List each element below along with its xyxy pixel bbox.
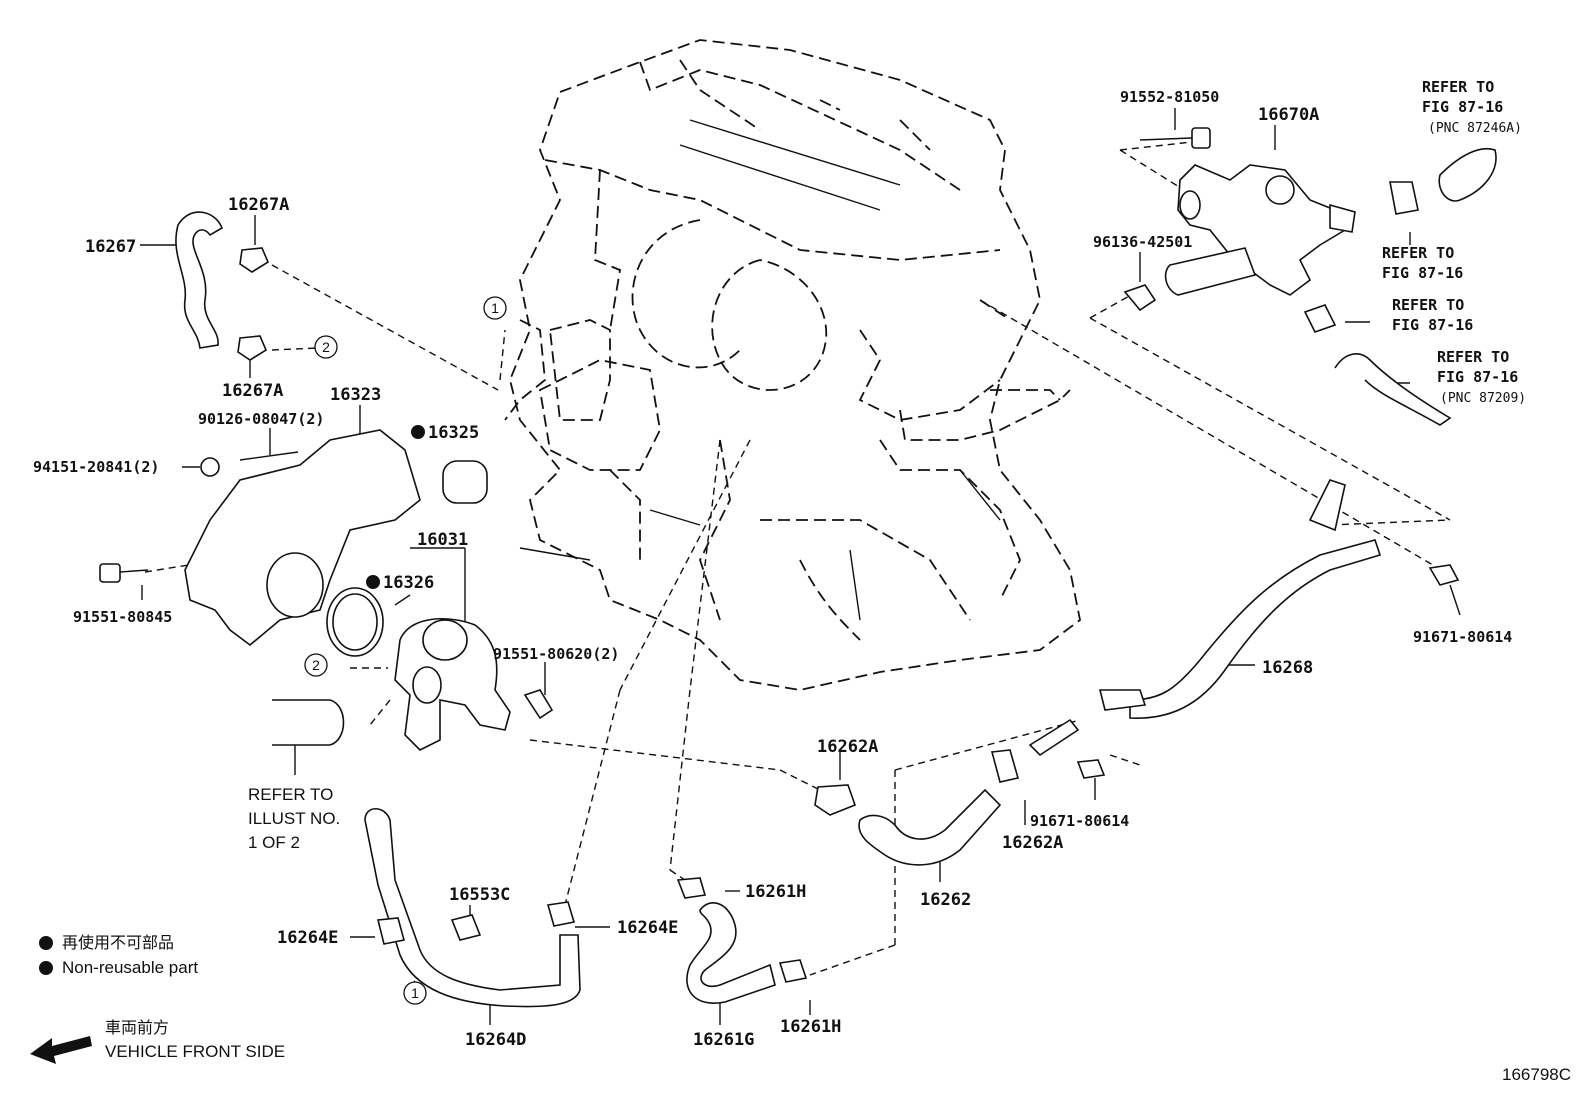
refer-illust-line3: 1 OF 2 — [248, 833, 300, 852]
gasket-16325 — [442, 460, 488, 504]
label-91552-81050: 91552-81050 — [1120, 88, 1219, 106]
legend-nonreusable-jp: 再使用不可部品 — [62, 933, 174, 952]
callout-markers: 1 2 2 1 — [304, 296, 507, 1005]
label-16261H-top: 16261H — [745, 882, 806, 902]
pipe-refer-illust — [272, 699, 345, 746]
label-16261H-bottom: 16261H — [780, 1017, 841, 1037]
label-16670A: 16670A — [1258, 105, 1319, 125]
legend-nonreusable-en: Non-reusable part — [62, 958, 198, 977]
label-91551-80845: 91551-80845 — [73, 608, 172, 626]
hose-16262 — [858, 788, 1002, 866]
clamp-16267A-top — [239, 247, 270, 273]
label-16553C: 16553C — [449, 885, 510, 905]
filled-circle-icon — [39, 936, 53, 950]
refer-3-line1: REFER TO — [1392, 296, 1464, 314]
label-90126: 90126-08047(2) — [198, 410, 324, 428]
hose-16267 — [175, 211, 223, 349]
label-16325: 16325 — [428, 423, 479, 443]
refer-3-line2: FIG 87-16 — [1392, 316, 1473, 334]
refer-2-line1: REFER TO — [1382, 244, 1454, 262]
label-94151: 94151-20841(2) — [33, 458, 159, 476]
marker-2-bottom: 2 — [312, 657, 320, 673]
label-16267: 16267 — [85, 237, 136, 257]
label-16262A-top: 16262A — [817, 737, 878, 757]
label-16261G: 16261G — [693, 1030, 754, 1050]
refer-4-line2: FIG 87-16 — [1437, 368, 1518, 386]
label-16264E-left: 16264E — [277, 928, 338, 948]
label-16262A-bottom: 16262A — [1002, 833, 1063, 853]
label-91671-80614-top: 91671-80614 — [1413, 628, 1512, 646]
refer-1-line3: (PNC 87246A) — [1428, 121, 1522, 136]
label-16031: 16031 — [417, 530, 468, 550]
refer-1-line1: REFER TO — [1422, 78, 1494, 96]
label-91671-80614-bottom: 91671-80614 — [1030, 812, 1129, 830]
filled-circle-icon — [411, 425, 425, 439]
refer-4-line3: (PNC 87209) — [1440, 391, 1526, 406]
refer-1-line2: FIG 87-16 — [1422, 98, 1503, 116]
bracket-16323 — [184, 429, 421, 647]
marker-1-top: 1 — [491, 300, 499, 316]
legend-front-en: VEHICLE FRONT SIDE — [105, 1042, 285, 1061]
label-16267A-top: 16267A — [228, 195, 289, 215]
filled-circle-icon — [366, 575, 380, 589]
filled-circle-icon — [39, 961, 53, 975]
label-16323: 16323 — [330, 385, 381, 405]
thermostat-housing-16670A — [1177, 164, 1347, 296]
legend: 再使用不可部品 Non-reusable part 車両前方 VEHICLE F… — [30, 933, 285, 1064]
hose-16261G — [686, 902, 776, 1004]
front-arrow-icon — [30, 1036, 92, 1064]
label-16267A-bottom: 16267A — [222, 381, 283, 401]
marker-2-top: 2 — [322, 339, 330, 355]
refer-4-line1: REFER TO — [1437, 348, 1509, 366]
legend-front-jp: 車両前方 — [105, 1018, 169, 1037]
label-16264E-right: 16264E — [617, 918, 678, 938]
refer-notes: REFER TO FIG 87-16 (PNC 87246A) REFER TO… — [248, 78, 1526, 852]
label-16264D: 16264D — [465, 1030, 526, 1050]
hose-16264D — [364, 807, 581, 1008]
label-91551-80620: 91551-80620(2) — [493, 645, 619, 663]
clamp-16267A-bot — [237, 335, 268, 361]
diagram-id: 166798C — [1502, 1065, 1571, 1084]
label-16326: 16326 — [383, 573, 434, 593]
parts — [99, 127, 1497, 1008]
refer-illust-line2: ILLUST NO. — [248, 809, 340, 828]
part-labels: 16267 16267A 16267A 16323 90126-08047(2)… — [33, 88, 1571, 1084]
water-inlet-16031 — [394, 617, 511, 751]
refer-illust-line1: REFER TO — [248, 785, 333, 804]
marker-1-bottom: 1 — [411, 985, 419, 1001]
engine-outline — [504, 39, 1081, 691]
label-96136-42501: 96136-42501 — [1093, 233, 1192, 251]
label-16262: 16262 — [920, 890, 971, 910]
label-16268: 16268 — [1262, 658, 1313, 678]
sensor-16553C — [450, 914, 482, 941]
refer-2-line2: FIG 87-16 — [1382, 264, 1463, 282]
pipe-16268 — [1129, 539, 1382, 719]
